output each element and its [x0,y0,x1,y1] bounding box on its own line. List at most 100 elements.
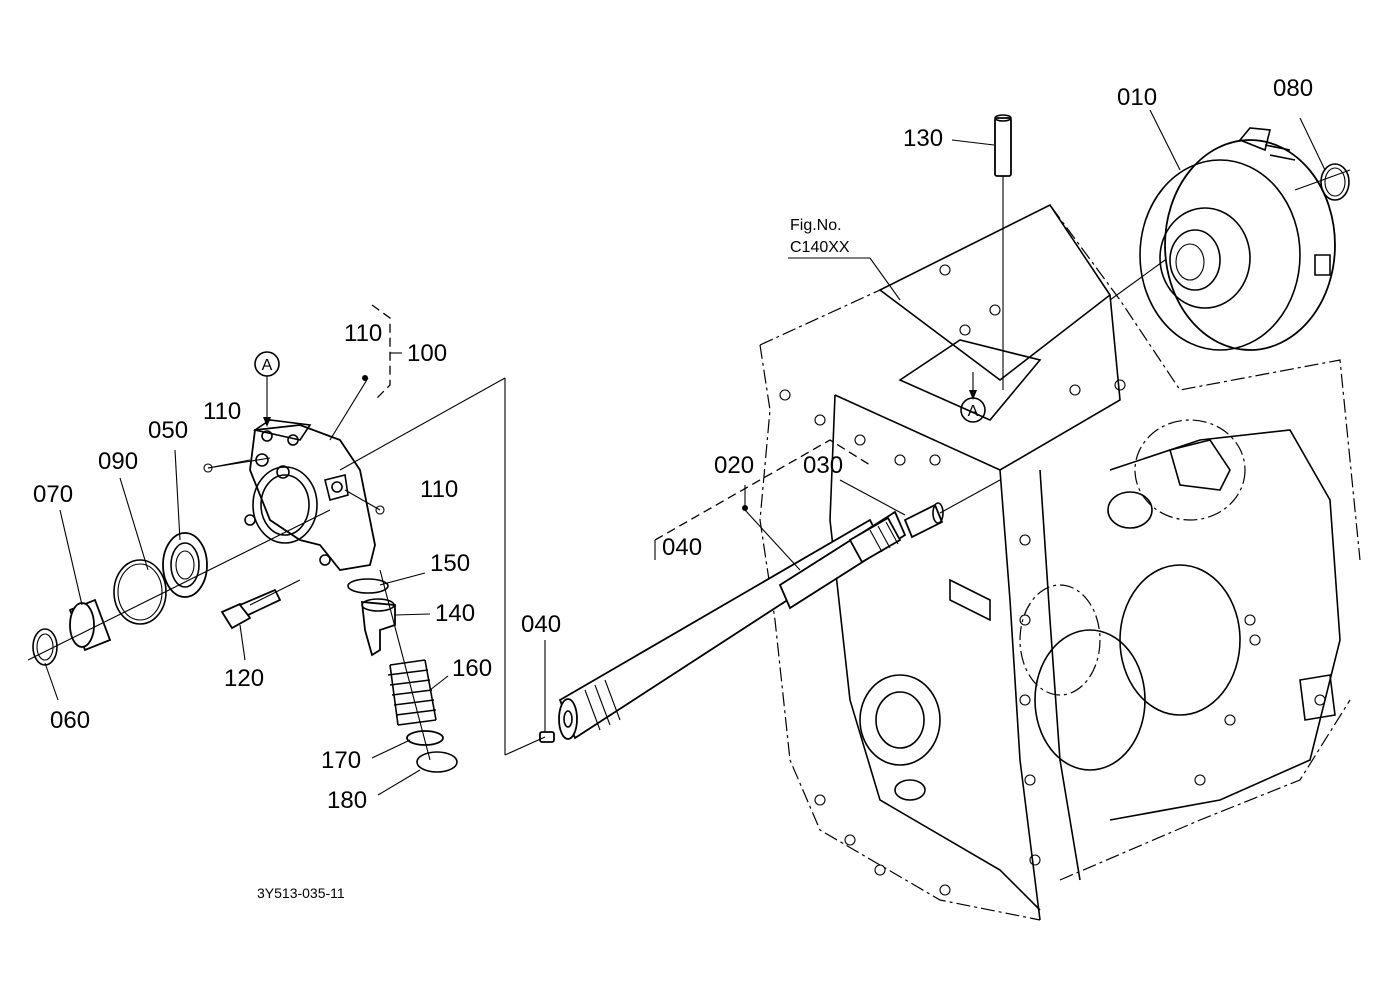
part-050-bearing [162,532,208,598]
housing-right-lobe [1109,429,1341,821]
housing-corner-edge [999,469,1041,921]
fig-ref-number: C140XX [790,239,850,256]
drawing-id: 3Y513-035-11 [257,885,345,901]
callout-130: 130 [903,125,943,152]
housing-drain [894,779,926,801]
shaft-front-end [558,698,578,740]
drum-pin [1264,144,1296,161]
callout-120: 120 [224,665,264,692]
drum-bore [1175,243,1205,281]
guide-cover-to-shaft [339,377,506,471]
housing-lug [949,578,991,622]
callout-160: 160 [452,655,492,682]
circlip-090 [113,559,167,625]
bearing-outer [162,532,208,598]
housing-bore-upper [1134,419,1246,521]
part-140-valve [360,598,396,657]
callout-150: 150 [430,550,470,577]
housing-left-face [759,344,1041,921]
callout-100: 100 [407,340,447,367]
transmission-housing [759,203,1361,921]
reference-dots [203,375,748,515]
housing-port [859,674,941,766]
cover-lug [324,474,349,501]
view-marker-a-cover: A [254,351,280,427]
drum-tab-right [1314,254,1331,276]
callout-110-right: 110 [420,476,458,503]
callout-040: 040 [521,611,561,638]
plug-170 [406,730,444,746]
bolt-120-shank [238,588,282,617]
housing-bore-left [1034,629,1146,771]
view-marker-a-label: A [968,403,979,420]
bushing-030 [903,503,944,539]
callout-060: 060 [50,707,90,734]
snap-ring-180 [416,751,458,773]
drum-tab-top [1238,127,1272,152]
pin-130 [994,117,1012,177]
part-120-bolt [220,588,282,630]
callout-110-left: 110 [203,398,241,425]
view-marker-a-housing: A [960,372,986,423]
cover-body [249,424,376,571]
part-170-plug [406,730,444,746]
centerline-valve-stack [379,569,431,761]
callout-030: 030 [803,452,843,479]
o-ring-150 [347,578,389,594]
housing-top-plate [878,203,1112,382]
callout-040-bracket: 040 [662,534,702,561]
housing-bore-large [1119,564,1241,716]
set-screw-040 [539,731,555,743]
housing-boss [1107,491,1153,529]
housing-bolt-holes [779,264,1326,896]
housing-right-lug [1299,674,1336,721]
fig-ref-label: Fig.No. [790,217,842,234]
bearing-inner [175,550,195,580]
callout-090: 090 [98,448,138,475]
view-marker-a-label: A [262,357,273,374]
part-150-o-ring [347,578,389,594]
drum-face [1139,159,1301,351]
part-020-shaft [558,510,907,740]
callout-070: 070 [33,481,73,508]
housing-bottom-edge [1059,699,1351,881]
housing-port-inner [875,691,925,749]
shaft-spline-front [584,679,621,731]
housing-bracket [1169,439,1231,491]
part-040-set-screw [539,731,555,743]
callout-140: 140 [435,600,475,627]
callout-110-top: 110 [344,320,382,347]
housing-bore-phantom [1019,584,1101,696]
part-090-circlip [113,559,167,625]
housing-inspection-opening [898,339,1042,421]
snap-ring-080 [1320,163,1350,201]
part-080-snap-ring [1320,163,1350,201]
centerline-shaft-to-housing [939,479,1001,514]
part-100-cover-assembly [244,419,376,571]
centerline-drum [1109,259,1166,301]
part-030-bushing [903,502,944,539]
centerline-left-stack [27,509,331,661]
callout-170: 170 [321,747,361,774]
callout-180: 180 [327,787,367,814]
part-070-collar [68,598,112,652]
callout-080: 080 [1273,75,1313,102]
ring-060 [32,628,58,666]
callout-010: 010 [1117,84,1157,111]
callout-labels: 010 080 130 Fig.No. C140XX 020 030 040 0… [33,75,1313,814]
housing-rib [1039,469,1081,881]
part-010-clutch-drum [1139,127,1336,351]
drum-spline [1169,229,1221,291]
callout-050: 050 [148,417,188,444]
part-130-pin [994,114,1012,390]
cover-top-boss [252,419,312,441]
housing-flange [834,294,1121,471]
assembly-020-bracket [654,439,871,560]
drum-body [1164,139,1336,351]
drum-hub [1159,207,1251,309]
assembly-100-bracket [371,304,402,401]
callout-020: 020 [714,452,754,479]
valve-140 [360,601,396,657]
